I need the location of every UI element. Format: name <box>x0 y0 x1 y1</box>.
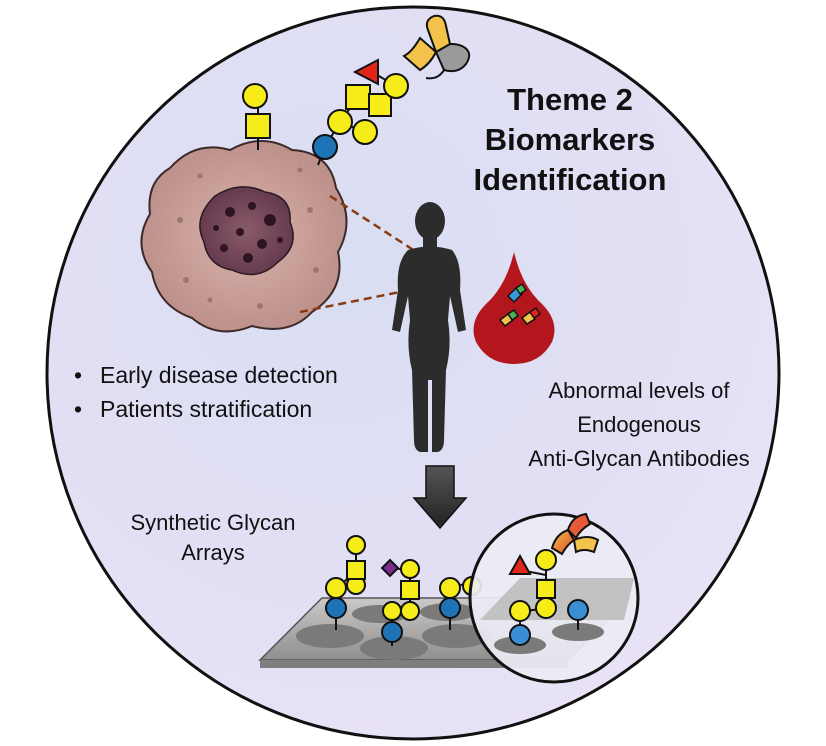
title-line-3: Identification <box>473 162 667 197</box>
antibody-line-2: Endogenous <box>577 412 701 437</box>
zoom-lines <box>299 194 433 314</box>
magnifier-icon <box>468 512 640 684</box>
magnified-antibody-icon <box>550 512 600 556</box>
arrays-label: Synthetic Glycan Arrays <box>118 508 308 568</box>
tumor-glycan-short <box>242 83 271 150</box>
antibody-icon <box>402 14 471 80</box>
arrays-line-2: Arrays <box>181 540 245 565</box>
arrays-line-1: Synthetic Glycan <box>130 510 296 535</box>
antibody-line-1: Abnormal levels of <box>548 378 730 403</box>
human-silhouette-icon <box>392 202 466 452</box>
antibody-description: Abnormal levels of Endogenous Anti-Glyca… <box>484 374 794 476</box>
blood-antibody-icon <box>498 282 542 328</box>
magnified-glycan <box>508 549 589 646</box>
bullet-early-detection: Early disease detection <box>74 358 338 392</box>
array-glycan-2 <box>380 558 420 646</box>
bullet-stratification: Patients stratification <box>74 392 338 426</box>
tumor-glycan-chain <box>312 58 409 166</box>
array-glycan-1 <box>325 535 366 630</box>
title-line-1: Theme 2 <box>507 82 633 117</box>
down-arrow-icon <box>412 465 468 530</box>
benefit-list: Early disease detection Patients stratif… <box>74 358 338 426</box>
theme-title: Theme 2 Biomarkers Identification <box>440 80 700 200</box>
antibody-line-3: Anti-Glycan Antibodies <box>528 446 750 471</box>
title-line-2: Biomarkers <box>484 122 656 157</box>
tumor-cell-icon <box>140 140 348 333</box>
blood-drop-icon <box>473 252 555 364</box>
